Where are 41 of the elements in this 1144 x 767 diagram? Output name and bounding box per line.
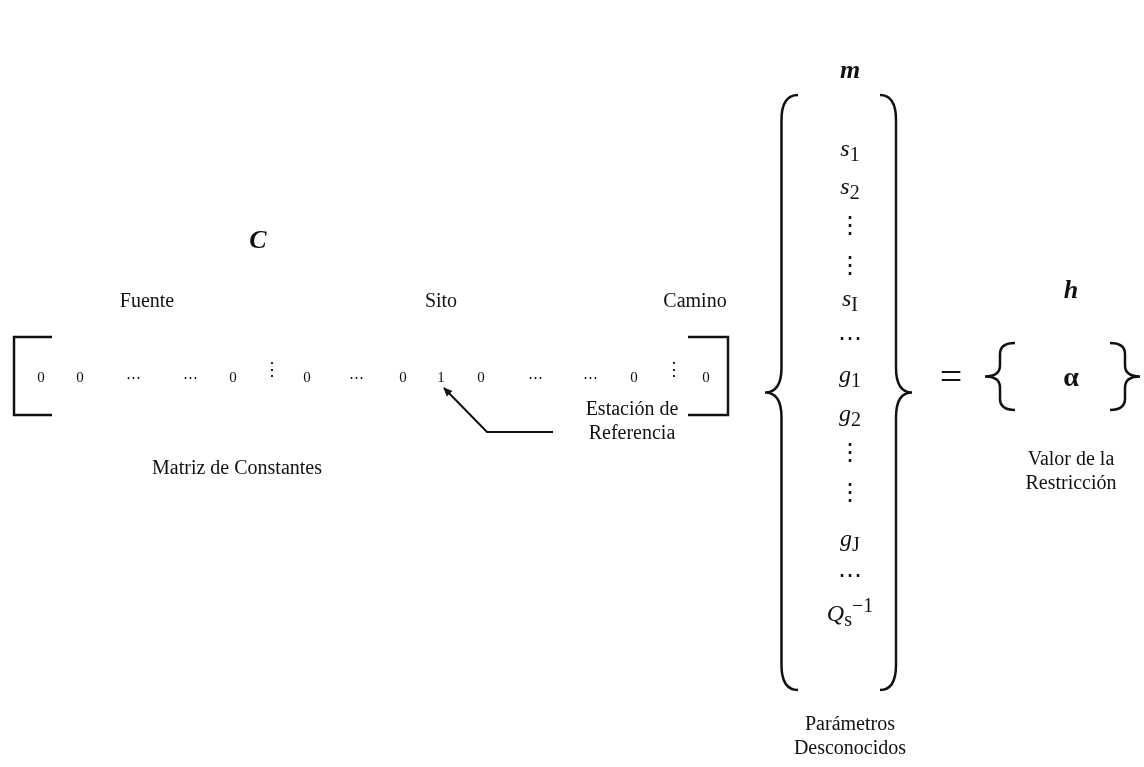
vector-entry: α [1063, 360, 1079, 394]
vector-entry: g$_{2}$ [839, 398, 861, 432]
matrix-symbol: C [249, 224, 267, 256]
matrix-entry: 0 [76, 368, 84, 386]
vector-symbol: h [1063, 274, 1079, 306]
leader-line [443, 387, 554, 433]
ellipsis: ⋯ [838, 323, 862, 353]
vector-entry: s$_{I}$ [842, 283, 858, 317]
ellipsis: ⋯ [838, 560, 862, 590]
caption-text: Matriz de Constantes [152, 455, 322, 479]
vector-entry: s$_{1}$ [840, 133, 860, 167]
matrix-entry: 0 [477, 368, 485, 386]
ellipsis: ⋯ [582, 368, 598, 386]
caption-text: Valor de la Restricción [1024, 446, 1118, 494]
vector-entry: s$_{2}$ [840, 171, 860, 205]
matrix-entry: 0 [399, 368, 407, 386]
equals-sign: = [939, 353, 963, 401]
vector-entry: g$_{1}$ [839, 359, 861, 393]
ellipsis: ⋯ [527, 368, 543, 386]
column-heading: Fuente [119, 288, 175, 312]
caption-text: Parámetros Desconocidos [792, 711, 908, 759]
ellipsis: ⋯ [182, 368, 198, 386]
vertical-ellipsis: ⋮ [838, 477, 862, 507]
vertical-ellipsis: ⋮ [838, 437, 862, 467]
column-heading: Sito [424, 288, 458, 312]
matrix-entry: 0 [303, 368, 311, 386]
ellipsis: ⋯ [125, 368, 141, 386]
vertical-ellipsis: ⋮ [838, 250, 862, 280]
ellipsis: ⋯ [348, 368, 364, 386]
matrix-entry: 0 [229, 368, 237, 386]
column-heading: Camino [663, 288, 727, 312]
annotation-text: Estación de Referencia [557, 396, 707, 444]
vertical-ellipsis: ⋮ [665, 359, 683, 381]
matrix-entry: 0 [630, 368, 638, 386]
vector-symbol: m [839, 54, 861, 86]
vertical-ellipsis: ⋮ [263, 359, 281, 381]
vertical-ellipsis: ⋮ [838, 210, 862, 240]
matrix-entry: 1 [437, 368, 445, 386]
vector-entry: g$_{J}$ [840, 523, 860, 557]
matrix-entry: 0 [702, 368, 710, 386]
matrix-entry: 0 [37, 368, 45, 386]
